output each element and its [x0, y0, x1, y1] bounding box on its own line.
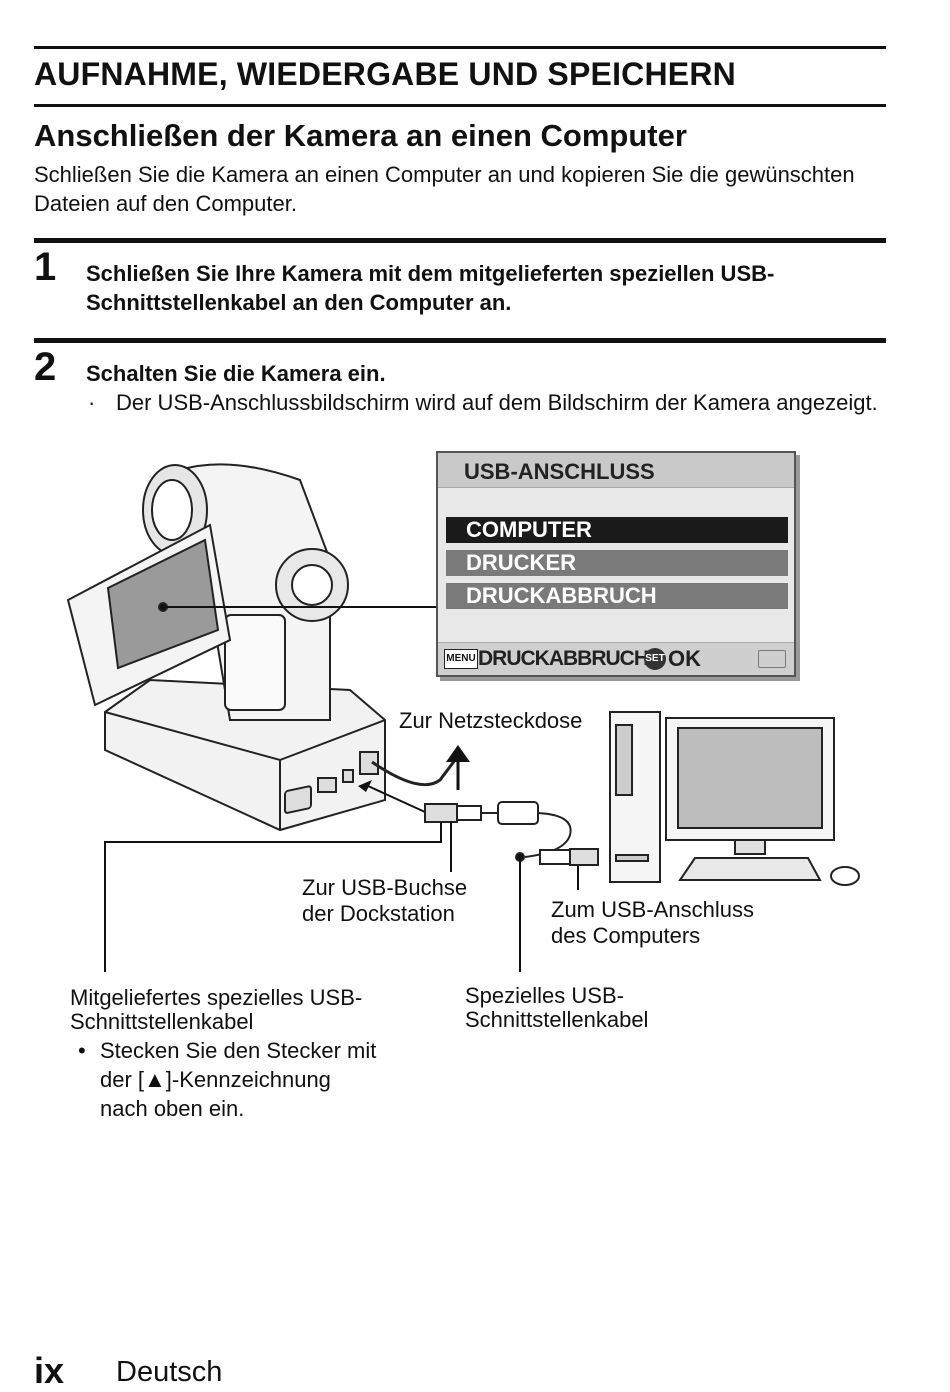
page-title: Anschließen der Kamera an einen Computer: [34, 118, 687, 153]
lcd-footer: MENU DRUCKABBRUCH SET OK: [438, 642, 794, 675]
page-number: ix: [34, 1350, 65, 1391]
step-1-text: Schließen Sie Ihre Kamera mit dem mitgel…: [86, 261, 775, 315]
menu-item-printer[interactable]: DRUCKER: [446, 550, 788, 576]
language-label: Deutsch: [116, 1356, 223, 1388]
dock-arrow-icon: [358, 780, 372, 792]
power-cord: [371, 759, 457, 787]
usb-connection-menu: USB-ANSCHLUSS COMPUTER DRUCKER DRUCKABBR…: [436, 451, 796, 677]
supplied-cable-note: • Stecken Sie den Stecker mit der [▲]-Ke…: [78, 1038, 377, 1121]
step-1-number: 1: [34, 245, 57, 289]
battery-icon: [758, 650, 786, 668]
step-2-number: 2: [34, 345, 57, 389]
camera-lcd-panel: [66, 523, 232, 707]
footer-cancel-label: DRUCKABBRUCH: [478, 647, 649, 670]
step-2-bullet: · Der USB-Anschlussbildschirm wird auf d…: [88, 388, 878, 417]
label-dock-usb-socket: Zur USB-Buchse der Dockstation: [302, 875, 468, 926]
step-2-rule: [34, 338, 886, 343]
step-2-text: Schalten Sie die Kamera ein.: [86, 361, 386, 386]
section-rule: [34, 104, 886, 107]
lcd-header: USB-ANSCHLUSS: [438, 453, 794, 488]
power-arrow-icon: [446, 745, 470, 762]
label-special-usb-cable: Spezielles USB- Schnittstellenkabel: [465, 983, 649, 1032]
intro-text: Schließen Sie die Kamera an einen Comput…: [34, 162, 855, 216]
menu-item-computer[interactable]: COMPUTER: [446, 517, 788, 543]
step-2-bullet-text: Der USB-Anschlussbildschirm wird auf dem…: [116, 390, 878, 415]
section-title: AUFNAHME, WIEDERGABE UND SPEICHERN: [34, 56, 736, 92]
top-rule: [34, 46, 886, 49]
bullet-mark: ·: [88, 390, 96, 415]
step-1-rule: [34, 238, 886, 243]
callout-lines: [104, 822, 579, 972]
label-computer-usb-port: Zum USB-Anschluss des Computers: [551, 897, 754, 948]
bullet-mark: •: [78, 1038, 86, 1063]
usb-cable: [424, 801, 599, 866]
label-supplied-usb-cable: Mitgeliefertes spezielles USB- Schnittst…: [70, 985, 363, 1034]
camera-body: [142, 463, 349, 721]
lcd-title: USB-ANSCHLUSS: [464, 459, 655, 484]
footer-ok-label: OK: [668, 646, 701, 671]
computer: [609, 711, 860, 886]
menu-item-cancel-print[interactable]: DRUCKABBRUCH: [446, 583, 788, 609]
menu-icon: MENU: [444, 649, 478, 669]
label-power-outlet: Zur Netzsteckdose: [399, 708, 583, 733]
set-icon: SET: [644, 648, 666, 670]
